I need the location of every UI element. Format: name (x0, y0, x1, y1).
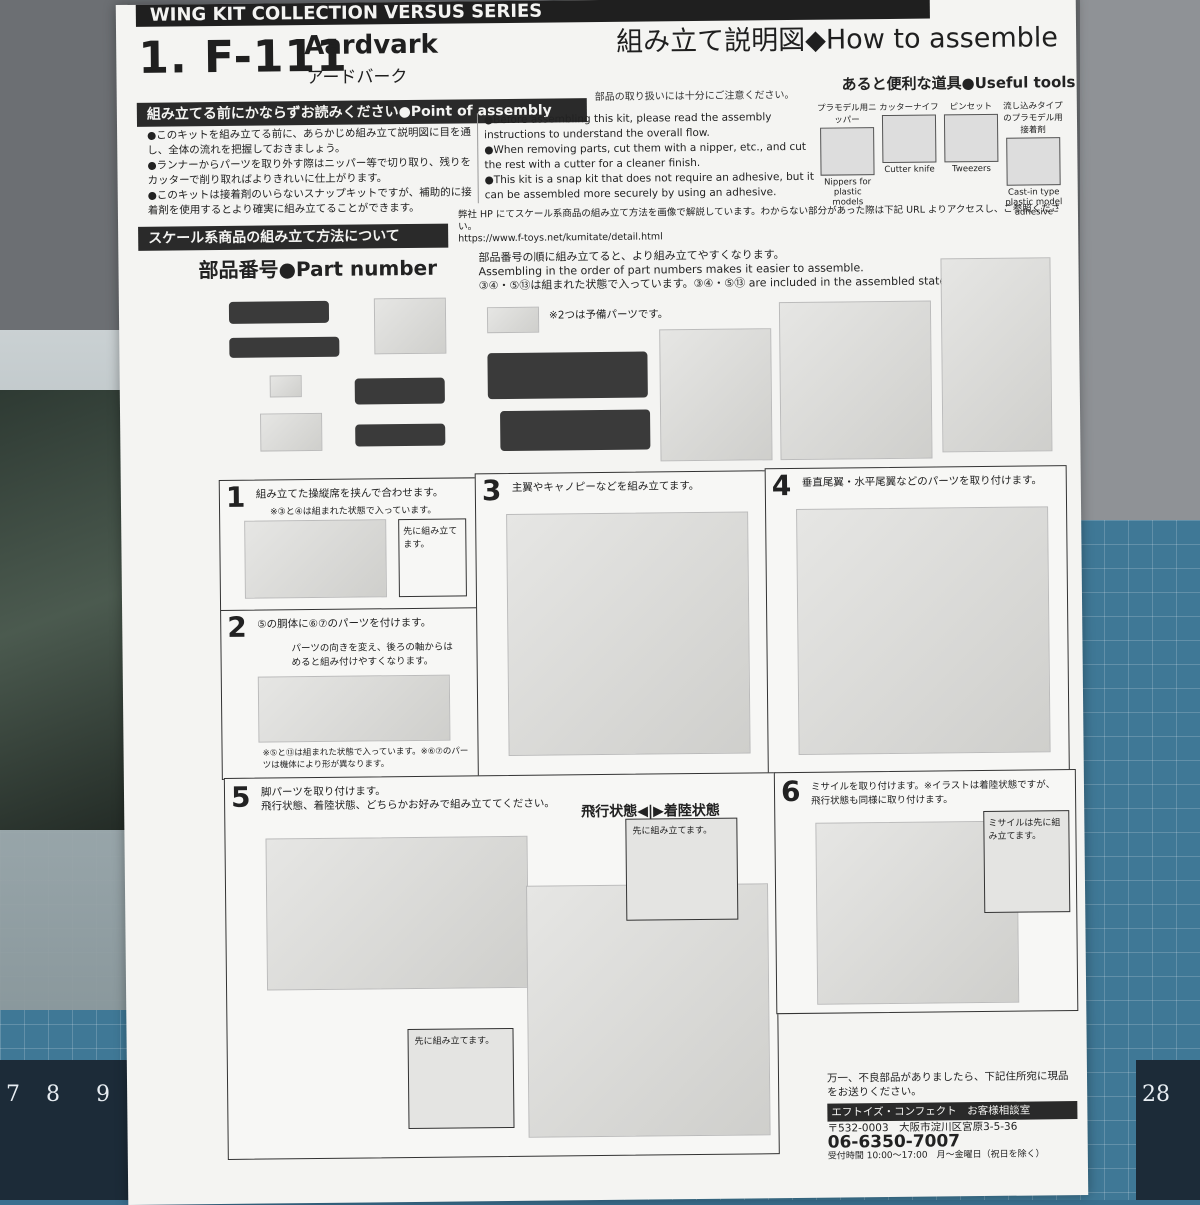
step-2-panel: 2 ⑤の胴体に⑥⑦のパーツを付けます。 パーツの向きを変え、後ろの軸からはめると… (220, 607, 480, 780)
useful-tools-heading: あると便利な道具●Useful tools (841, 73, 1076, 94)
pre-assemble-note: 先に組み立てます。 (632, 825, 713, 837)
scale-method-bar: スケール系商品の組み立て方法について (138, 223, 449, 251)
part-2-runner (260, 412, 323, 452)
contact-block: 万一、不良部品がありましたら、下記住所宛に現品をお送りください。 エフトイズ・コ… (827, 1069, 1078, 1164)
step-4-drawing (796, 506, 1051, 755)
background-surface-right (1080, 0, 1200, 520)
part-4 (229, 336, 340, 358)
en-note: ●Before assembling this kit, please read… (483, 111, 772, 142)
tool-label-en: Cutter knife (884, 164, 935, 176)
step-text: ミサイルを取り付けます。※イラストは着陸状態ですが、飛行状態も同様に取り付けます… (810, 779, 1056, 807)
jp-notes: ●このキットを組み立てる前に、あらかじめ組み立て説明図に目を通し、全体の流れを把… (147, 125, 478, 218)
part-5-fuselage (487, 351, 648, 400)
ruler-right: 28 (1136, 1060, 1200, 1200)
step-text-2: 飛行状態、着陸状態、どちらかお好みで組み立ててください。 (261, 797, 555, 813)
part-10-runner (486, 306, 540, 334)
step-text: 組み立てた操縦席を挟んで合わせます。 (255, 486, 444, 501)
part-12 (355, 423, 446, 447)
jp-note: ●ランナーからパーツを取り外す際はニッパー等で切り取り、残りをカッターで削り取れ… (147, 156, 472, 187)
step-note: ※③と④は組まれた状態で入っています。 (270, 505, 437, 518)
contact-note: 万一、不良部品がありましたら、下記住所宛に現品をお送りください。 (826, 1070, 1069, 1099)
cutter-icon (881, 114, 937, 164)
step-6-panel: 6 ミサイルを取り付けます。※イラストは着陸状態ですが、飛行状態も同様に取り付け… (773, 769, 1079, 1015)
how-to-assemble-heading: 組み立て説明図◆How to assemble (615, 22, 1059, 58)
tool-label-jp: ピンセット (949, 101, 993, 113)
en-note: ●This kit is a snap kit that does not re… (484, 170, 814, 202)
tool-label-jp: 流し込みタイプのプラモデル用接着剤 (1003, 101, 1063, 136)
contact-hours: 受付時間 10:00～17:00 月～金曜日（祝日を除く） (827, 1149, 1045, 1162)
tool-cutter: カッターナイフ Cutter knife (879, 100, 940, 219)
step-text: 垂直尾翼・水平尾翼などのパーツを取り付けます。 (801, 474, 1043, 489)
en-note: ●When removing parts, cut them with a ni… (484, 140, 807, 172)
step-5-subassembly: 先に組み立てます。 (625, 817, 739, 921)
tools-row: プラモデル用ニッパー Nippers for plastic models カッ… (817, 99, 1064, 220)
step-1-subassembly: 先に組み立てます。 (398, 518, 467, 598)
pre-assemble-note: ミサイルは先に組み立てます。 (988, 818, 1061, 842)
spare-note: ※2つは予備パーツです。 (548, 308, 669, 322)
runner-sprue-b (778, 300, 933, 461)
runner-sprue-a (659, 328, 773, 462)
tool-label-jp: プラモデル用ニッパー (817, 103, 877, 126)
step-5-flight-drawing (265, 835, 530, 991)
ruler-number: 9 (96, 1082, 110, 1107)
ruler-number: 7 (6, 1082, 20, 1107)
tool-tweezers: ピンセット Tweezers (941, 100, 1002, 219)
runner-sprue-c (940, 257, 1053, 453)
handling-note: 部品の取り扱いには十分にご注意ください。 (594, 89, 795, 104)
instruction-sheet: WING KIT COLLECTION VERSUS SERIES 1. F-1… (115, 0, 1089, 1205)
step-6-subassembly: ミサイルは先に組み立てます。 (983, 810, 1071, 914)
en-notes: ●Before assembling this kit, please read… (476, 109, 825, 204)
step-text: ⑤の胴体に⑥⑦のパーツを付けます。 (257, 616, 432, 631)
jp-note: ●このキットは接着剤のいらないスナップキットですが、補助的に接着剤を使用するとよ… (147, 186, 472, 217)
tool-label-en: Nippers for plastic models (824, 177, 872, 208)
step-number: 1 (225, 480, 246, 514)
step-number: 6 (780, 774, 801, 809)
part-3 (228, 300, 330, 324)
step-1-drawing (244, 519, 387, 599)
step-3-drawing (506, 511, 751, 756)
step-hint: パーツの向きを変え、後ろの軸からはめると組み付けやすくなります。 (291, 641, 453, 669)
kit-subtitle-kana: アードバーク (306, 67, 408, 89)
step-text: 主翼やキャノピーなどを組み立てます。 (511, 479, 700, 494)
tweezers-icon (943, 113, 999, 163)
part-11 (354, 377, 445, 405)
hp-note: 弊社 HP にてスケール系商品の組み立て方法を画像で解説しています。わからない部… (458, 203, 1078, 245)
step-2-drawing (257, 674, 451, 743)
part-number-desc: 部品番号の順に組み立てると、より組み立てやすくなります。 Assembling … (478, 246, 949, 293)
tool-label-en: Tweezers (952, 163, 991, 175)
jp-note: ●このキットを組み立てる前に、あらかじめ組み立て説明図に目を通し、全体の流れを把… (147, 126, 472, 157)
step-note: ※⑤と⑬は組まれた状態で入っています。※⑥⑦のパーツは機体により形が異なります。 (262, 746, 469, 771)
step-1-panel: 1 組み立てた操縦席を挟んで合わせます。 ※③と④は組まれた状態で入っています。… (218, 477, 479, 612)
step-number: 4 (771, 469, 792, 503)
tool-label-jp: カッターナイフ (879, 102, 939, 114)
step-number: 2 (227, 610, 247, 644)
step-4-panel: 4 垂直尾翼・水平尾翼などのパーツを取り付けます。 (764, 465, 1070, 775)
step-5-landing-drawing (525, 883, 771, 1138)
ruler-number: 28 (1142, 1082, 1170, 1107)
nippers-icon (820, 127, 875, 176)
tool-nippers: プラモデル用ニッパー Nippers for plastic models (817, 101, 878, 220)
step-3-panel: 3 主翼やキャノピーなどを組み立てます。 (474, 470, 770, 778)
adhesive-icon (1006, 137, 1061, 186)
part-number-heading: 部品番号●Part number (198, 255, 438, 283)
step-5-subassembly-2: 先に組み立てます。 (407, 1027, 515, 1130)
step-number: 3 (481, 474, 502, 508)
part-9 (269, 375, 302, 398)
step-5-panel: 5 脚パーツを取り付けます。 飛行状態、着陸状態、どちらかお好みで組み立ててくだ… (223, 772, 780, 1160)
tool-adhesive: 流し込みタイプのプラモデル用接着剤 Cast-in type plastic m… (1003, 99, 1064, 218)
kit-subtitle: Aardvark (304, 29, 439, 62)
ruler-left: 7 8 9 (0, 1060, 140, 1200)
pre-assemble-note: 先に組み立てます。 (414, 1036, 495, 1047)
step-number: 5 (230, 780, 251, 814)
part-7-runner (373, 297, 447, 355)
pre-assemble-note: 先に組み立てます。 (403, 526, 458, 551)
part-14-fuselage (500, 409, 651, 452)
ruler-number: 8 (46, 1082, 60, 1107)
